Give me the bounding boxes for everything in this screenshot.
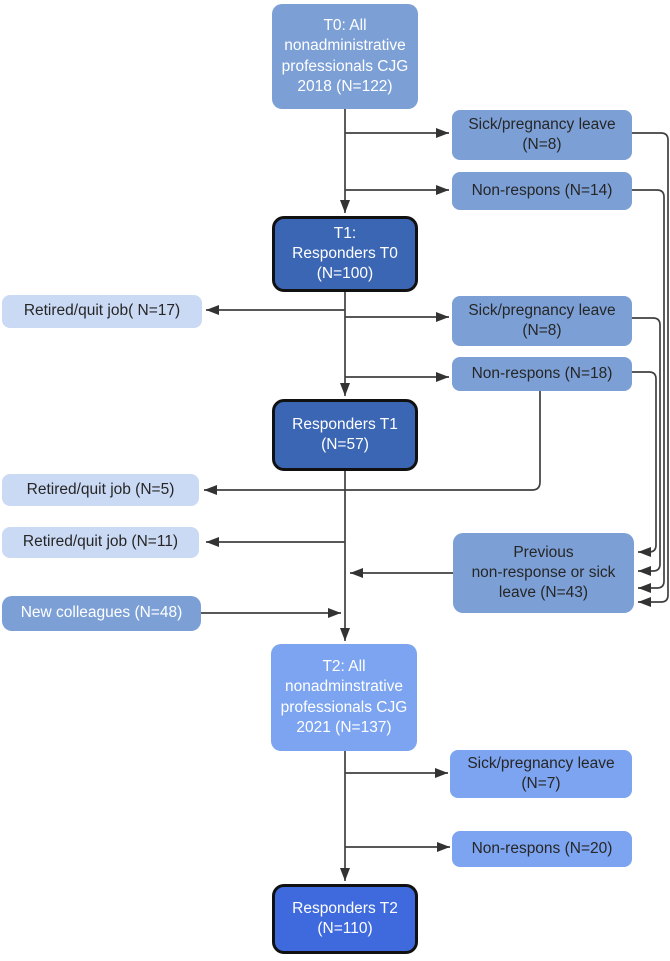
flow-node-nonrespons-t0: Non-respons (N=14) — [452, 172, 632, 210]
flow-node-sick-leave-t0: Sick/pregnancy leave (N=8) — [452, 110, 632, 160]
flow-node-nonrespons-t2: Non-respons (N=20) — [452, 831, 632, 867]
flow-node-retired-11: Retired/quit job (N=11) — [2, 527, 199, 558]
flow-node-nonrespons-t1: Non-respons (N=18) — [452, 357, 632, 391]
flow-node-new-colleagues: New colleagues (N=48) — [2, 596, 201, 631]
flow-node-sick-leave-t1: Sick/pregnancy leave (N=8) — [452, 296, 632, 346]
flow-node-t0: T0: All nonadministrative professionals … — [272, 4, 418, 109]
flow-node-t2: T2: All nonadminstrative professionals C… — [271, 644, 417, 751]
flow-node-responders-t1: Responders T1 (N=57) — [272, 399, 418, 471]
flow-node-previous-nonresponse: Previous non-response or sick leave (N=4… — [453, 533, 634, 613]
flow-node-sick-leave-t2: Sick/pregnancy leave (N=7) — [450, 750, 632, 798]
flow-node-retired-17: Retired/quit job( N=17) — [2, 295, 202, 328]
flow-node-t1-responders-t0: T1: Responders T0 (N=100) — [272, 216, 418, 292]
flow-node-responders-t2: Responders T2 (N=110) — [272, 884, 418, 954]
flow-node-retired-5: Retired/quit job (N=5) — [2, 474, 199, 506]
